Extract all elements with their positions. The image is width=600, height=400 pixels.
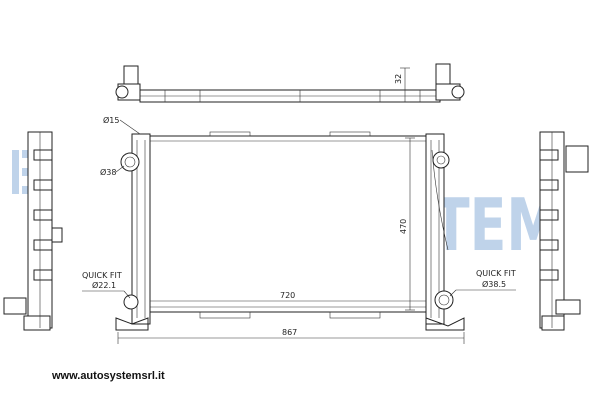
quick-fit-label-right: QUICK FIT (476, 269, 516, 278)
quick-fit-size-left: Ø22.1 (92, 280, 116, 290)
website-url: www.autosystemsrl.it (52, 370, 165, 382)
top-view: 32 (115, 63, 465, 103)
dimension-pipe-inlet: Ø38 (100, 167, 116, 177)
dimension-core-width: 720 (280, 291, 295, 300)
left-side-view (3, 131, 63, 331)
front-view: Ø15 Ø38 470 720 867 QUICK FIT Ø22.1 QUIC… (82, 115, 516, 344)
dimension-pipe-small: Ø15 (103, 115, 119, 125)
dimension-top-height: 32 (394, 74, 403, 84)
dimension-core-height: 470 (399, 219, 408, 234)
dimension-overall-width: 867 (282, 328, 297, 337)
quick-fit-label-left: QUICK FIT (82, 271, 122, 280)
quick-fit-size-right: Ø38.5 (482, 279, 506, 289)
right-side-view (539, 131, 589, 331)
